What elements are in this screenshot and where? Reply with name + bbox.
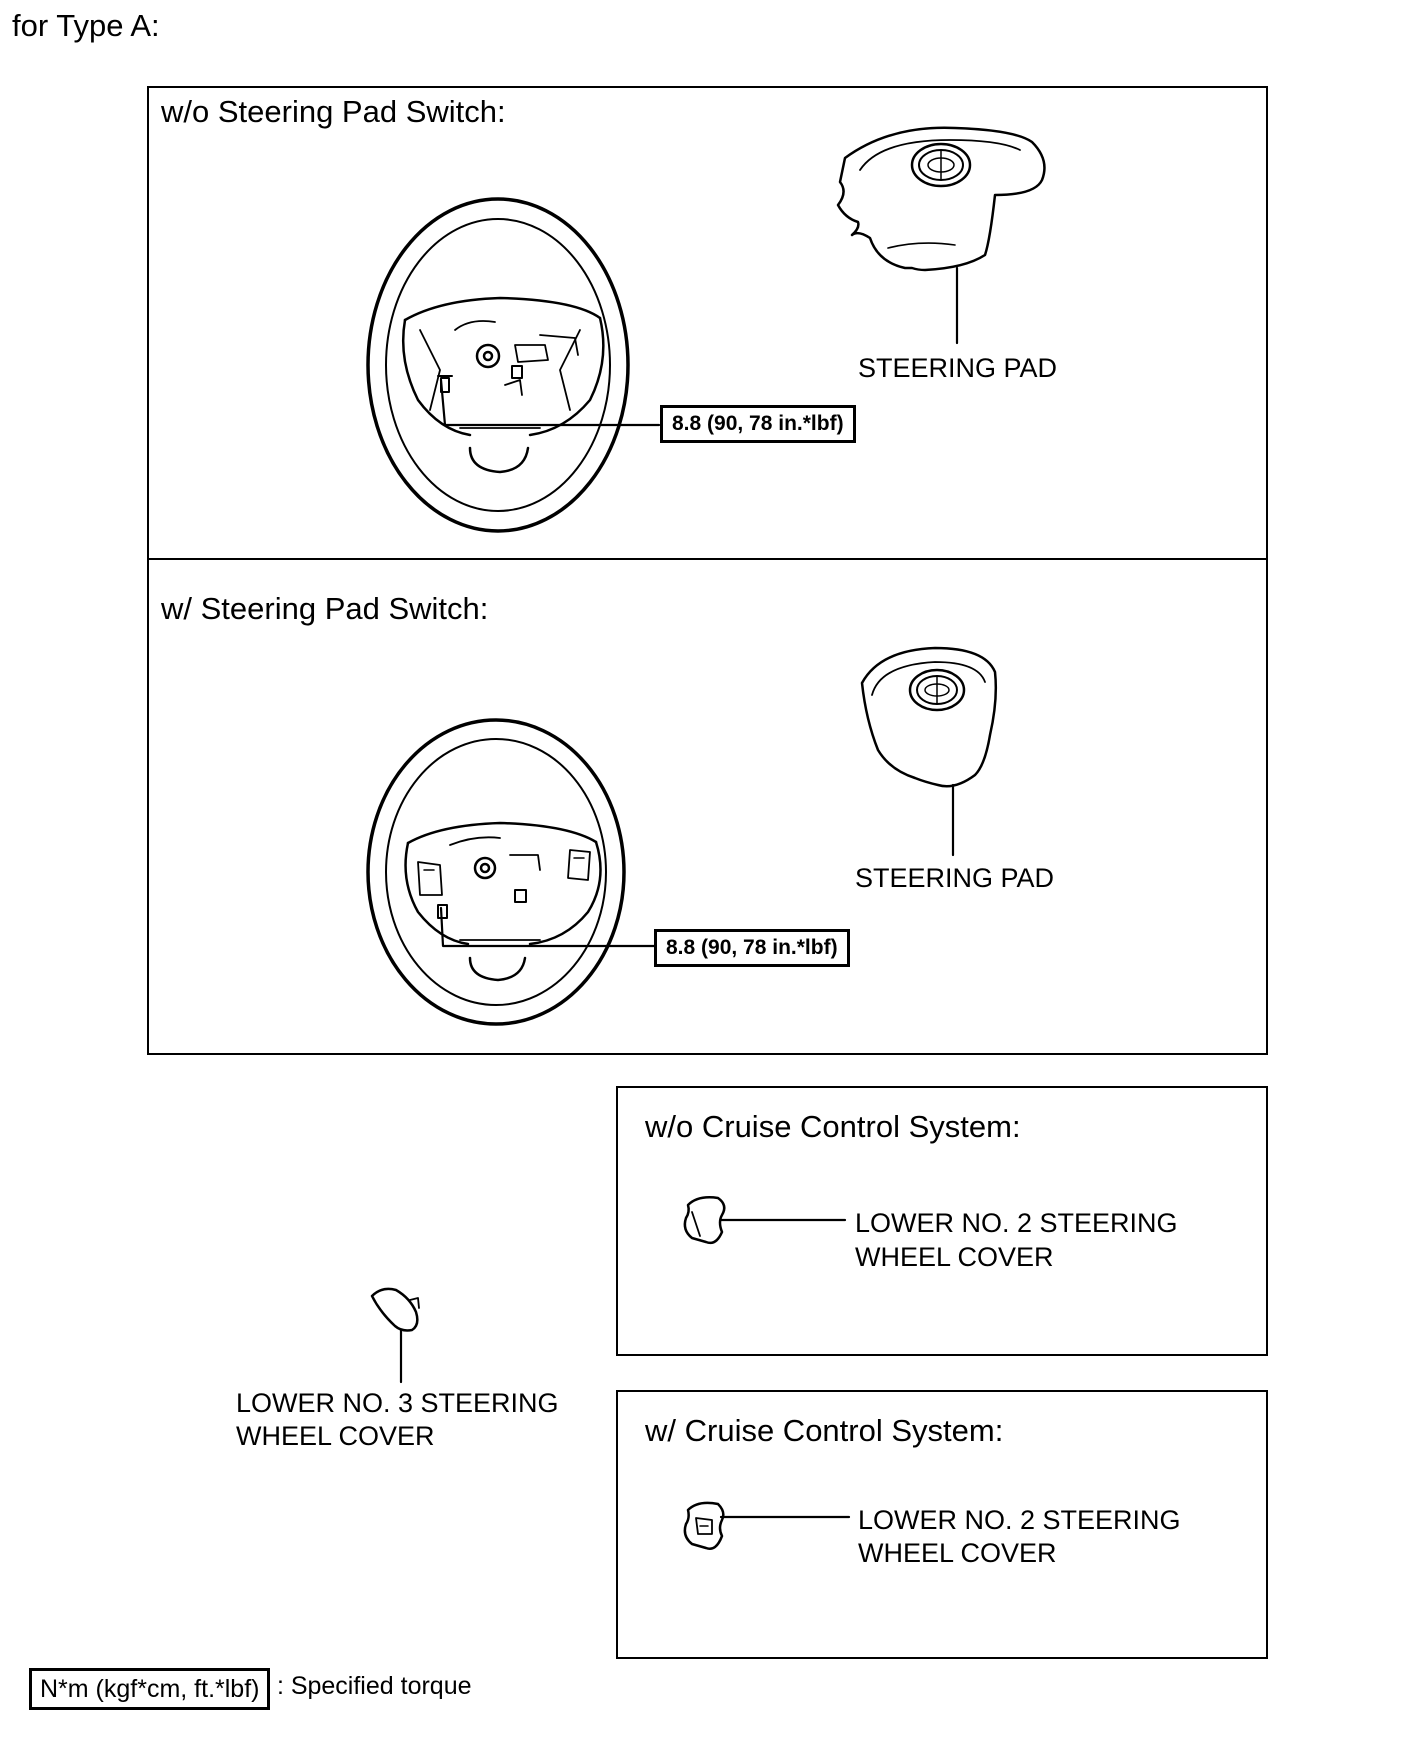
lower-no2-cover-icon-lower: [683, 1501, 725, 1550]
torque-spec-upper: 8.8 (90, 78 in.*lbf): [660, 405, 856, 443]
lower-no2-label-line1-upper: LOWER NO. 2 STEERING: [855, 1208, 1178, 1238]
steering-pad-icon-upper: [836, 126, 1046, 272]
panel-with-cruise: [616, 1390, 1268, 1659]
lower-no3-cover-icon: [370, 1287, 420, 1332]
panel-heading-with-cruise: w/ Cruise Control System:: [645, 1413, 1004, 1448]
steering-wheel-icon-upper: [366, 197, 630, 533]
page-title: for Type A:: [12, 8, 160, 43]
legend: N*m (kgf*cm, ft.*lbf) : Specified torque: [29, 1668, 472, 1710]
lower-no3-label-line1: LOWER NO. 3 STEERING: [236, 1388, 559, 1418]
panel-heading-without-pad-switch: w/o Steering Pad Switch:: [161, 94, 506, 129]
panel-heading-with-pad-switch: w/ Steering Pad Switch:: [161, 591, 489, 626]
steering-pad-icon-lower: [860, 646, 998, 788]
steering-pad-label-upper: STEERING PAD: [858, 353, 1058, 383]
legend-description: : Specified torque: [276, 1672, 472, 1700]
lower-no2-cover-icon-upper: [683, 1196, 726, 1245]
lower-no3-label-line2: WHEEL COVER: [236, 1421, 435, 1451]
torque-spec-lower: 8.8 (90, 78 in.*lbf): [654, 929, 850, 967]
lower-no2-label-line2-upper: WHEEL COVER: [855, 1242, 1054, 1272]
lower-no2-label-line1-lower: LOWER NO. 2 STEERING: [858, 1505, 1181, 1535]
steering-wheel-icon-lower: [366, 718, 626, 1026]
lower-no2-label-line2-lower: WHEEL COVER: [858, 1538, 1057, 1568]
legend-torque-box: N*m (kgf*cm, ft.*lbf): [29, 1668, 271, 1710]
steering-pad-label-lower: STEERING PAD: [855, 863, 1055, 893]
panel-without-cruise: [616, 1086, 1268, 1356]
panel-with-pad-switch: [147, 558, 1268, 1055]
panel-heading-without-cruise: w/o Cruise Control System:: [645, 1109, 1021, 1144]
